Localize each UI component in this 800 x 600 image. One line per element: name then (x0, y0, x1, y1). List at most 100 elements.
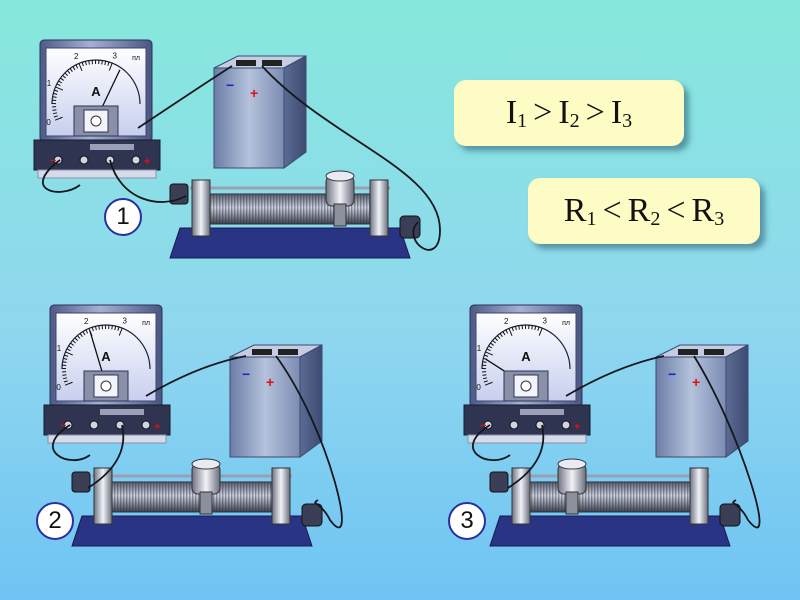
ammeter-tick (537, 326, 540, 331)
ammeter-spring (100, 409, 144, 415)
current-relation-box: I1>I2>I3 (454, 80, 684, 146)
connecting-wire (261, 65, 441, 251)
setup-number-badge: 2 (36, 502, 74, 540)
ammeter-tick (98, 325, 100, 330)
connecting-wire (693, 355, 761, 529)
ammeter-tick (486, 348, 491, 352)
ammeter-tick (482, 361, 487, 363)
ammeter-tick (494, 337, 499, 342)
ammeter-tick (72, 66, 76, 71)
rheostat (489, 458, 741, 547)
ammeter-tick (101, 60, 103, 65)
rheostat-left-knob (71, 471, 91, 493)
ammeter-tick (72, 340, 76, 344)
terminal-screw (509, 420, 519, 430)
rheostat-right-post (369, 179, 389, 237)
battery-terminal (278, 349, 298, 355)
connecting-wire (137, 65, 233, 129)
ammeter-tick (58, 80, 63, 84)
battery-terminal (252, 349, 272, 355)
ammeter-scale-label: 1 (477, 344, 482, 353)
ammeter-tick (114, 325, 117, 331)
ammeter-tick (74, 337, 79, 342)
battery-side (283, 55, 307, 169)
ammeter-tick (117, 326, 120, 331)
ammeter-tick (67, 70, 71, 74)
setup-number-badge: 3 (448, 502, 486, 540)
connecting-wire (42, 159, 81, 193)
battery-front (213, 67, 285, 169)
ammeter-scale-label: 0 (56, 383, 61, 392)
rheostat-slider-cap (557, 458, 587, 470)
ammeter-scale-label: 2 (504, 317, 509, 326)
ammeter-tick (62, 377, 68, 380)
rheostat (71, 458, 323, 547)
ammeter-tick (78, 63, 83, 72)
terminal-screw (561, 420, 571, 430)
battery-minus-sign: − (668, 366, 676, 382)
ammeter-pivot (520, 380, 532, 392)
ammeter-tick (66, 348, 71, 352)
rheostat-left-knob (169, 183, 189, 205)
battery-plus-sign: + (266, 374, 274, 390)
ammeter-tick (511, 327, 514, 332)
ammeter-tick (107, 61, 110, 66)
ammeter-foot (37, 169, 157, 179)
battery-side (725, 344, 749, 458)
ammeter-scale-label: 1 (47, 79, 52, 88)
rheostat (169, 170, 421, 259)
ammeter-tick (483, 380, 488, 383)
ammeter-tick (53, 92, 58, 95)
rheostat-right-knob (719, 503, 741, 527)
ammeter-tick (65, 351, 74, 356)
rheostat-slider-cap (191, 458, 221, 470)
ammeter-tick (64, 72, 69, 77)
ammeter-tick (108, 62, 113, 71)
ammeter-tick (538, 327, 543, 336)
ammeter-tick (55, 86, 64, 91)
ammeter-tick (91, 327, 94, 332)
ammeter-unit-label: A (91, 84, 101, 99)
ammeter-tick (484, 381, 493, 386)
ammeter-tick (82, 331, 86, 336)
current-relation: I1>I2>I3 (505, 93, 633, 132)
battery-minus-sign: − (226, 77, 234, 93)
ammeter-tick (94, 326, 97, 331)
ammeter-scale-label: 0 (476, 383, 481, 392)
ammeter-pivot (90, 115, 102, 127)
battery: −+ (655, 344, 749, 458)
ammeter-tick (485, 351, 494, 356)
rheostat-left-knob (489, 471, 509, 493)
connecting-wire (52, 424, 91, 461)
ammeter-tick (85, 329, 89, 334)
terminal-screw (79, 155, 89, 165)
connecting-wire (565, 355, 665, 397)
ammeter-tick (63, 357, 68, 360)
ammeter-tick (490, 342, 494, 346)
ammeter-tick (531, 325, 533, 330)
ammeter-tick (69, 68, 73, 72)
ammeter-scale-label: 0 (46, 118, 51, 127)
ammeter-tick (62, 374, 67, 376)
setup-number-badge: 1 (104, 198, 142, 236)
ammeter-tick (64, 381, 73, 386)
ammeter-plus-sign: + (154, 421, 160, 433)
ammeter-tick (118, 327, 123, 336)
battery-plus-sign: + (692, 374, 700, 390)
rheostat-base (489, 515, 731, 547)
ammeter-minus-sign: − (480, 420, 486, 432)
ammeter-tick (84, 61, 87, 66)
rheostat-right-post (271, 467, 291, 525)
ammeter-tick (111, 325, 113, 330)
battery-terminal (236, 60, 256, 66)
ammeter-tick (77, 335, 81, 339)
ammeter-tick (514, 326, 517, 331)
ammeter-tick (482, 374, 487, 376)
ammeter-tick (54, 89, 59, 92)
ammeter-corner-label: пл (562, 320, 570, 327)
battery-terminal (704, 349, 724, 355)
